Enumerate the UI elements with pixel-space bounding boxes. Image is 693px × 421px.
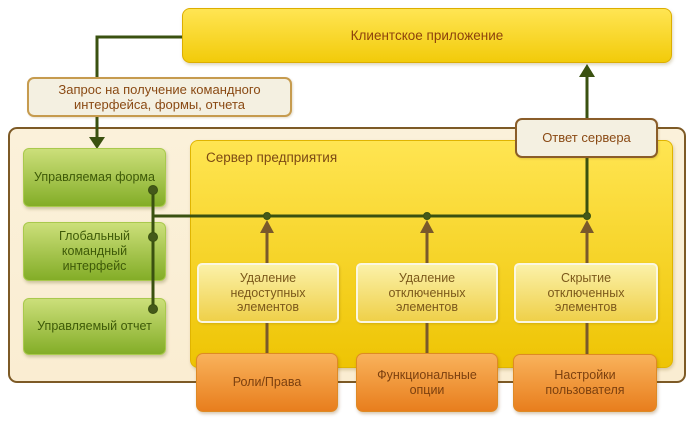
request-note-text: Запрос на получение командного интерфейс…	[58, 81, 261, 112]
client-application-box: Клиентское приложение	[182, 8, 672, 63]
roles-rights-box: Роли/Права	[196, 353, 338, 412]
user-settings-label: Настройки пользователя	[545, 368, 625, 397]
roles-rights-label: Роли/Права	[232, 375, 302, 390]
functional-options-label: Функциональные опции	[377, 367, 477, 397]
global-command-interface-label: Глобальный командный интерфейс	[59, 229, 130, 273]
managed-form-box: Управляемая форма	[23, 148, 166, 207]
response-arrowhead-icon	[579, 64, 595, 77]
client-application-label: Клиентское приложение	[350, 28, 504, 43]
hide-disabled-elements-label: Скрытие отключенных элементов	[547, 270, 625, 315]
managed-report-box: Управляемый отчет	[23, 298, 166, 355]
functional-options-box: Функциональные опции	[356, 353, 498, 412]
managed-report-label: Управляемый отчет	[37, 319, 152, 334]
enterprise-server-box	[190, 140, 673, 368]
user-settings-box: Настройки пользователя	[513, 354, 657, 412]
hide-disabled-elements-box: Скрытие отключенных элементов	[514, 263, 658, 323]
enterprise-server-label: Сервер предприятия	[206, 150, 338, 165]
remove-unavailable-elements-label: Удаление недоступных элементов	[230, 270, 306, 315]
remove-unavailable-elements-box: Удаление недоступных элементов	[197, 263, 339, 323]
response-note-text: Ответ сервера	[542, 130, 631, 146]
global-command-interface-box: Глобальный командный интерфейс	[23, 222, 166, 281]
request-note: Запрос на получение командного интерфейс…	[27, 77, 292, 117]
remove-disabled-elements-box: Удаление отключенных элементов	[356, 263, 498, 323]
response-note: Ответ сервера	[515, 118, 658, 158]
managed-form-label: Управляемая форма	[34, 170, 155, 185]
remove-disabled-elements-label: Удаление отключенных элементов	[388, 270, 466, 315]
